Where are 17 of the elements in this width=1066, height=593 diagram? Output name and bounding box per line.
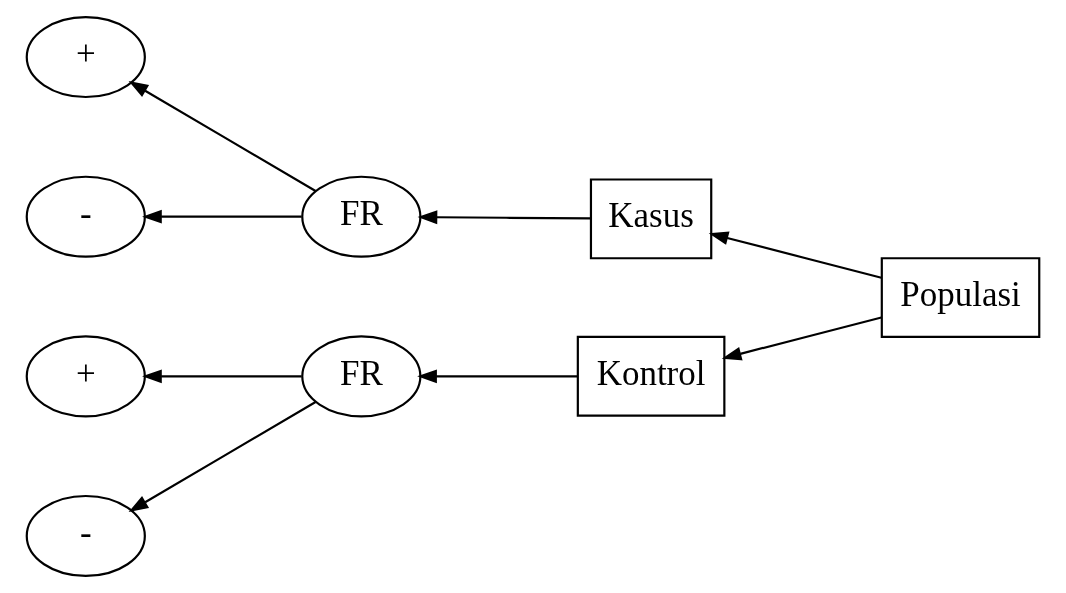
node-ellipse: FR — [301, 335, 422, 418]
node-ellipse: - — [25, 494, 146, 577]
arrow — [128, 80, 317, 192]
arrow — [721, 316, 882, 361]
node-box: Kasus — [589, 178, 713, 260]
node-ellipse: + — [25, 335, 146, 418]
arrow — [142, 369, 302, 384]
arrow — [128, 401, 317, 513]
node-box: Kontrol — [576, 335, 726, 417]
arrow — [142, 209, 302, 224]
arrow — [417, 210, 591, 225]
arrow — [417, 369, 578, 384]
node-ellipse: - — [25, 175, 146, 258]
arrow — [708, 231, 882, 279]
node-ellipse: FR — [301, 175, 422, 258]
node-ellipse: + — [25, 16, 146, 99]
node-box: Populasi — [880, 257, 1041, 339]
